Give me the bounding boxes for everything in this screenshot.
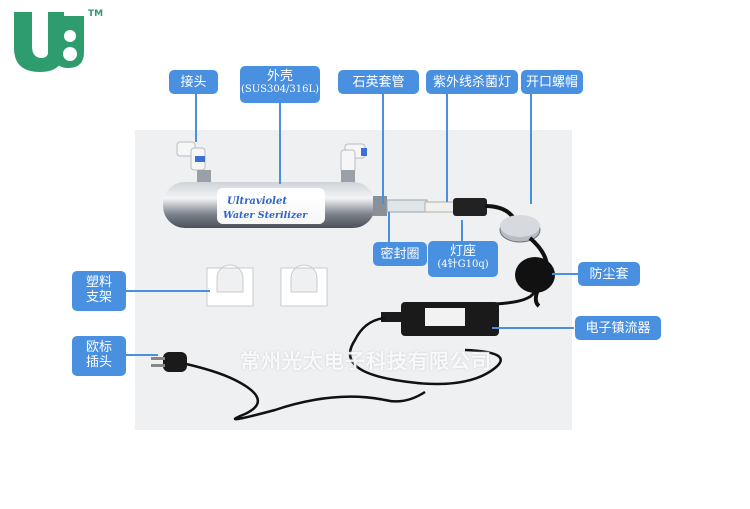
callout-seal-ring: 密封圈 (373, 242, 427, 266)
callout-euro-plug-line1: 欧标 (85, 340, 112, 355)
callout-housing: 外壳 (SUS304/316L) (240, 66, 320, 103)
callout-connector: 接头 (169, 70, 218, 94)
leader-socket (461, 220, 463, 242)
callout-lamp-socket: 灯座 (4针G10q) (428, 241, 498, 277)
trademark-mark: TM (88, 9, 104, 19)
callout-euro-plug: 欧标 插头 (72, 336, 126, 376)
bracket-left-image (206, 264, 254, 307)
callout-uv-lamp: 紫外线杀菌灯 (426, 70, 518, 94)
callout-euro-plug-line2: 插头 (85, 355, 112, 370)
connector-right-image (340, 143, 367, 173)
connector-left-image (176, 141, 206, 171)
leader-plug (126, 354, 158, 356)
leader-bracket (126, 290, 210, 292)
company-watermark: 常州光太电子科技有限公司 (240, 349, 492, 373)
callout-lamp-socket-spec: (4针G10q) (437, 259, 489, 270)
product-photo: Ultraviolet Water Sterilizer (135, 130, 572, 430)
leader-housing (279, 102, 281, 184)
dust-cover-image (515, 257, 555, 293)
bracket-right-image (280, 264, 328, 307)
brand-logo (14, 12, 84, 72)
callout-plastic-bracket-line1: 塑料 (85, 275, 112, 290)
product-label-line1: Ultraviolet (227, 196, 287, 207)
leader-connector (195, 92, 197, 142)
leader-quartz (382, 92, 384, 204)
product-label-line2: Water Sterilizer (223, 210, 308, 221)
callout-plastic-bracket-line2: 支架 (85, 290, 112, 305)
callout-dust-cover: 防尘套 (578, 262, 640, 286)
callout-plastic-bracket: 塑料 支架 (72, 271, 126, 311)
callout-open-cap: 开口螺帽 (521, 70, 583, 94)
leader-cap (530, 92, 532, 204)
leader-lamp (446, 92, 448, 202)
callout-lamp-socket-title: 灯座 (449, 244, 476, 259)
leader-dust (552, 273, 578, 275)
leader-ballast (492, 327, 574, 329)
callout-housing-title: 外壳 (266, 69, 293, 84)
callout-ballast: 电子镇流器 (575, 316, 661, 340)
callout-housing-spec: (SUS304/316L) (240, 84, 320, 95)
callout-quartz-sleeve: 石英套管 (338, 70, 419, 94)
product-illustration: Ultraviolet Water Sterilizer (151, 141, 555, 421)
euro-plug-image (163, 352, 187, 372)
leader-seal (388, 212, 390, 242)
